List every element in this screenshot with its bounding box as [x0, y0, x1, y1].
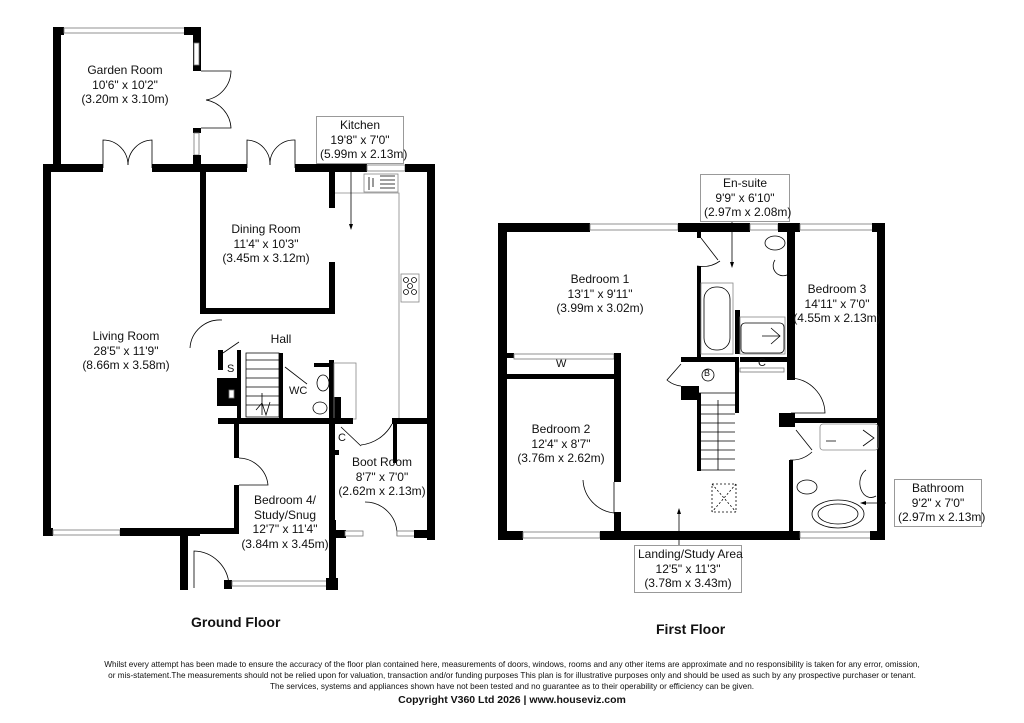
room-label-bedroom-3: Bedroom 3 14'11" x 7'0" (4.55m x 2.13m) [792, 282, 882, 326]
room-label-bedroom-2: Bedroom 2 12'4" x 8'7" (3.76m x 2.62m) [511, 422, 611, 466]
room-size-metric: (3.84m x 3.45m) [241, 536, 329, 551]
room-size-metric: (5.99m x 2.13m) [320, 147, 408, 161]
storage-marker: S [227, 363, 235, 375]
room-label-bedroom-4: Bedroom 4/ Study/Snug 12'7" x 11'4" (3.8… [240, 493, 330, 551]
room-size-metric: (3.99m x 3.02m) [556, 301, 644, 315]
room-size-metric: (3.45m x 3.12m) [222, 251, 310, 265]
room-size-imperial: 13'1" x 9'11" [567, 286, 633, 301]
first-floor-plan [498, 217, 886, 545]
room-size-metric: (3.20m x 3.10m) [81, 92, 169, 106]
room-name: Hall [270, 332, 292, 346]
room-size-metric: (2.97m x 2.08m) [704, 205, 792, 219]
room-label-dining-room: Dining Room 11'4" x 10'3" (3.45m x 3.12m… [216, 222, 316, 266]
room-size-imperial: 19'8" x 7'0" [330, 132, 390, 147]
first-floor-title: First Floor [656, 621, 726, 637]
ground-floor-plan [43, 27, 435, 590]
room-label-boot-room: Boot Room 8'7" x 7'0" (2.62m x 2.13m) [337, 455, 427, 499]
room-size-imperial: 12'5" x 11'3" [655, 561, 721, 576]
room-label-garden-room: Garden Room 10'6" x 10'2" (3.20m x 3.10m… [76, 63, 174, 107]
room-size-imperial: 12'4" x 8'7" [531, 436, 591, 451]
disclaimer-line-2: or mis-statement.The measurements should… [108, 671, 916, 680]
cupboard-marker-first: C [758, 357, 766, 369]
room-name: Dining Room [231, 222, 301, 236]
room-size-imperial: 14'11" x 7'0" [804, 296, 870, 311]
room-label-en-suite: En-suite 9'9" x 6'10" (2.97m x 2.08m) [700, 174, 792, 222]
room-size-imperial: 12'7" x 11'4" [252, 522, 318, 536]
room-size-metric: (3.76m x 2.62m) [517, 451, 605, 465]
wardrobe-marker: W [556, 358, 567, 370]
wc-marker: WC [289, 385, 308, 397]
room-name: Bathroom [911, 481, 965, 495]
room-name: Landing/Study Area [638, 547, 743, 561]
room-size-imperial: 11'4" x 10'3" [233, 236, 299, 251]
disclaimer-line-1: Whilst every attempt has been made to en… [104, 660, 920, 669]
room-name: Kitchen [339, 118, 381, 132]
room-size-metric: (2.62m x 2.13m) [338, 484, 426, 498]
room-size-imperial: 8'7" x 7'0" [355, 469, 409, 484]
room-label-bathroom: Bathroom 9'2" x 7'0" (2.97m x 2.13m) [894, 479, 986, 527]
copyright: Copyright V360 Ltd 2026 | www.houseviz.c… [398, 694, 626, 706]
room-size-imperial: 9'2" x 7'0" [911, 495, 965, 510]
disclaimer-line-3: The services, systems and appliances sho… [269, 682, 755, 691]
ground-floor-title: Ground Floor [191, 614, 281, 630]
room-name: Bedroom 2 [531, 422, 591, 436]
disclaimer: Whilst every attempt has been made to en… [0, 659, 1024, 692]
room-size-metric: (2.97m x 2.13m) [898, 510, 986, 524]
room-label-kitchen: Kitchen 19'8" x 7'0" (5.99m x 2.13m) [316, 116, 408, 164]
room-size-imperial: 10'6" x 10'2" [92, 77, 158, 92]
room-name: Garden Room [87, 63, 163, 77]
room-name: Boot Room [351, 455, 413, 469]
room-name-line2: Study/Snug [253, 507, 317, 522]
room-name: Bedroom 3 [807, 282, 867, 296]
room-name: En-suite [722, 176, 768, 190]
room-name: Living Room [92, 329, 160, 343]
room-label-hall: Hall [266, 332, 296, 347]
room-name-line1: Bedroom 4/ [253, 493, 317, 507]
room-size-metric: (4.55m x 2.13m) [793, 311, 881, 325]
room-size-metric: (3.78m x 3.43m) [644, 576, 732, 590]
room-label-living-room: Living Room 28'5" x 11'9" (8.66m x 3.58m… [76, 329, 176, 373]
room-name: Bedroom 1 [570, 272, 630, 286]
room-label-landing: Landing/Study Area 12'5" x 11'3" (3.78m … [634, 545, 743, 593]
room-label-bedroom-1: Bedroom 1 13'1" x 9'11" (3.99m x 3.02m) [550, 272, 650, 316]
room-size-metric: (8.66m x 3.58m) [82, 358, 170, 372]
boiler-marker: B [704, 368, 711, 378]
room-size-imperial: 9'9" x 6'10" [715, 190, 775, 205]
room-size-imperial: 28'5" x 11'9" [93, 343, 159, 358]
cupboard-marker: C [338, 432, 346, 444]
